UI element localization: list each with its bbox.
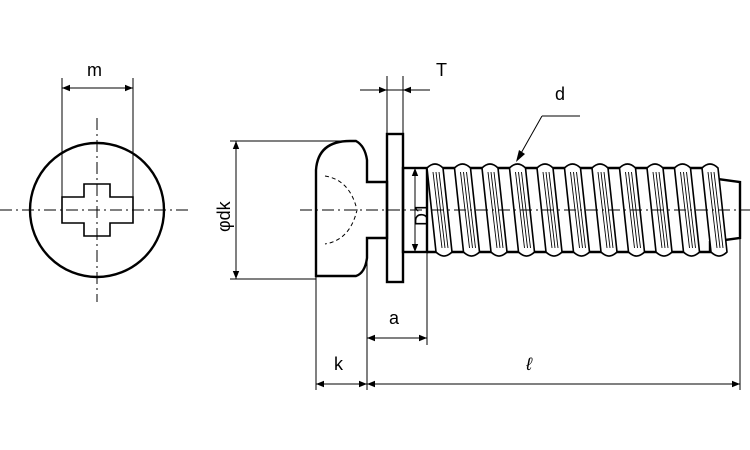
head-top-view: m [0, 60, 190, 302]
head-recess-hidden-line [324, 175, 358, 245]
a-dimension: a [366, 252, 428, 390]
k-dimension: k [315, 276, 367, 390]
thread-crest [563, 163, 591, 257]
d-label: d [555, 84, 565, 104]
d-leader: d [516, 84, 580, 162]
thread-shading-line [463, 171, 473, 249]
d1-label: D1 [412, 203, 432, 226]
dk-label: φdk [214, 200, 234, 232]
thread-crest [701, 163, 728, 257]
thread-crest [673, 163, 701, 257]
m-label: m [87, 60, 102, 80]
thread-crest [453, 163, 481, 257]
washer [385, 132, 405, 284]
thread-shading-line [600, 171, 611, 249]
pan-head-outline [314, 139, 389, 278]
thread-shading-line [490, 171, 501, 249]
thread-shading-line [683, 171, 693, 249]
k-label: k [334, 354, 344, 374]
thread-crest [481, 163, 508, 257]
d1-dimension: D1 [411, 168, 432, 252]
t-dimension: T [360, 60, 447, 134]
l-dimension: ℓ [367, 238, 741, 390]
l-label: ℓ [525, 354, 533, 374]
dk-dimension: φdk [214, 140, 348, 280]
t-label: T [436, 60, 447, 80]
thread-shading-line [710, 171, 721, 249]
a-label: a [389, 308, 400, 328]
thread-shading-line [573, 171, 583, 249]
thread-crest [591, 163, 618, 257]
